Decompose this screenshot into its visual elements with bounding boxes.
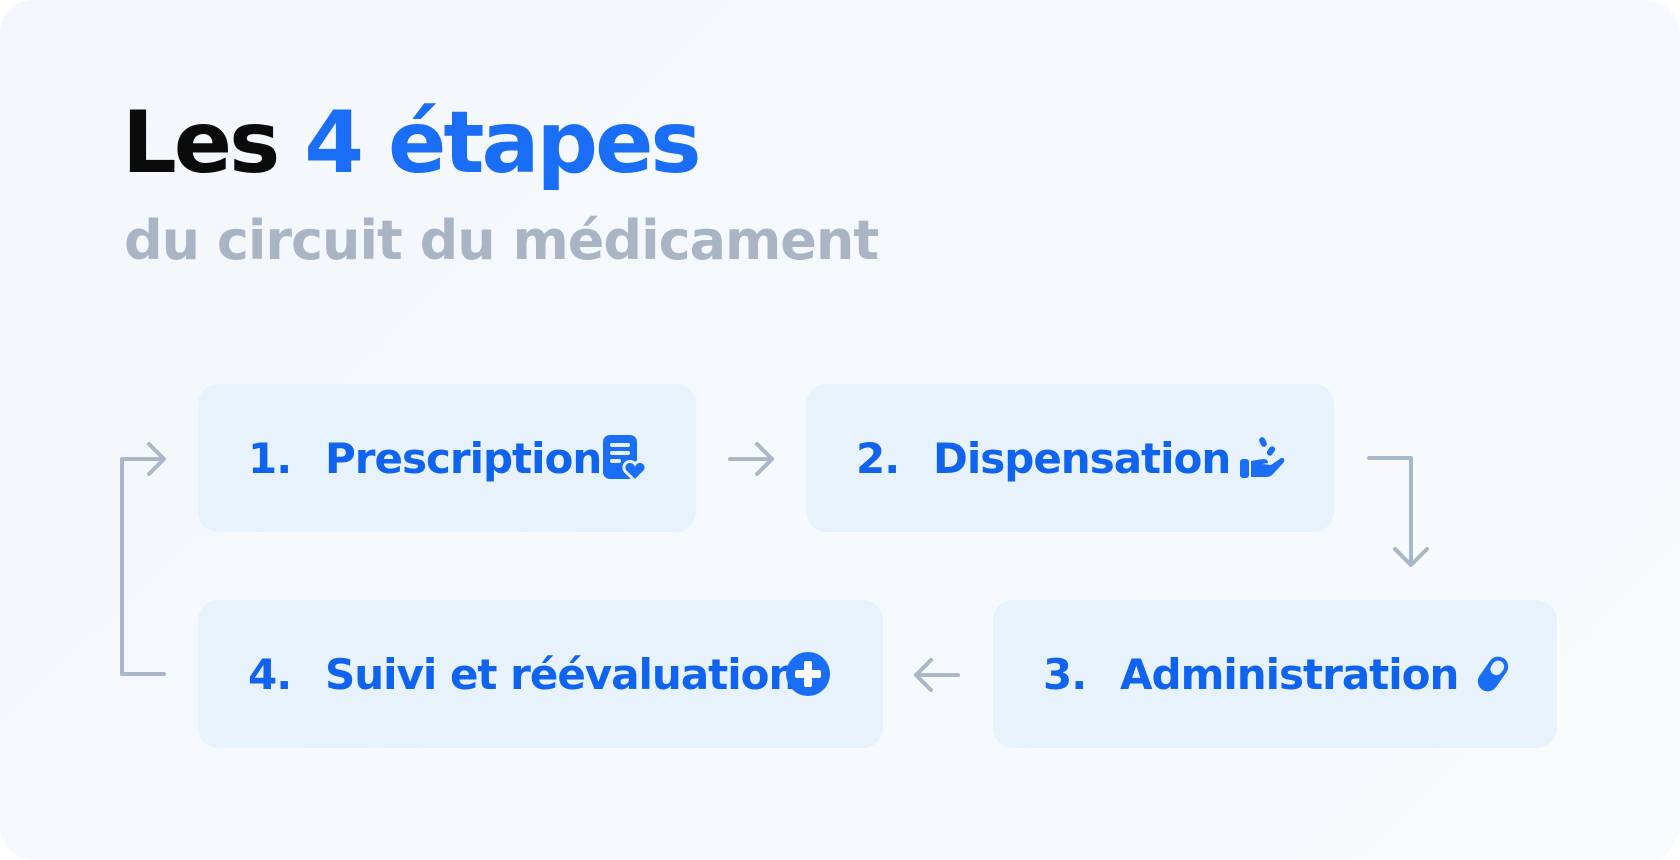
step-number: 1. <box>248 433 292 483</box>
step-label: Suivi et réévaluation <box>325 649 798 699</box>
hand-pills-icon <box>1240 437 1285 478</box>
arrow-left-3-4 <box>914 658 960 692</box>
prescription-heart-icon <box>603 435 648 483</box>
title-prefix: Les <box>122 93 280 193</box>
title-accent: 4 étapes <box>304 93 701 193</box>
step-administration: 3. Administration <box>993 600 1557 748</box>
step-label: Prescription <box>325 433 602 483</box>
step-label: Dispensation <box>933 433 1231 483</box>
step-number: 3. <box>1043 649 1087 699</box>
step-number: 4. <box>248 649 292 699</box>
step-number: 2. <box>856 433 900 483</box>
arrow-elbow-2-3 <box>1367 456 1429 567</box>
arrow-right-1-2 <box>728 442 774 476</box>
step-label: Administration <box>1120 649 1459 699</box>
step-prescription: 1. Prescription <box>198 384 696 532</box>
arrow-loop-4-1 <box>120 442 166 676</box>
step-dispensation: 2. Dispensation <box>806 384 1334 532</box>
plus-circle-icon <box>786 652 830 696</box>
step-suivi-reevaluation: 4. Suivi et réévaluation <box>198 600 883 748</box>
capsule-icon <box>1477 656 1509 692</box>
page-subtitle: du circuit du médicament <box>124 209 879 272</box>
page-title: Les 4 étapes <box>122 100 702 186</box>
